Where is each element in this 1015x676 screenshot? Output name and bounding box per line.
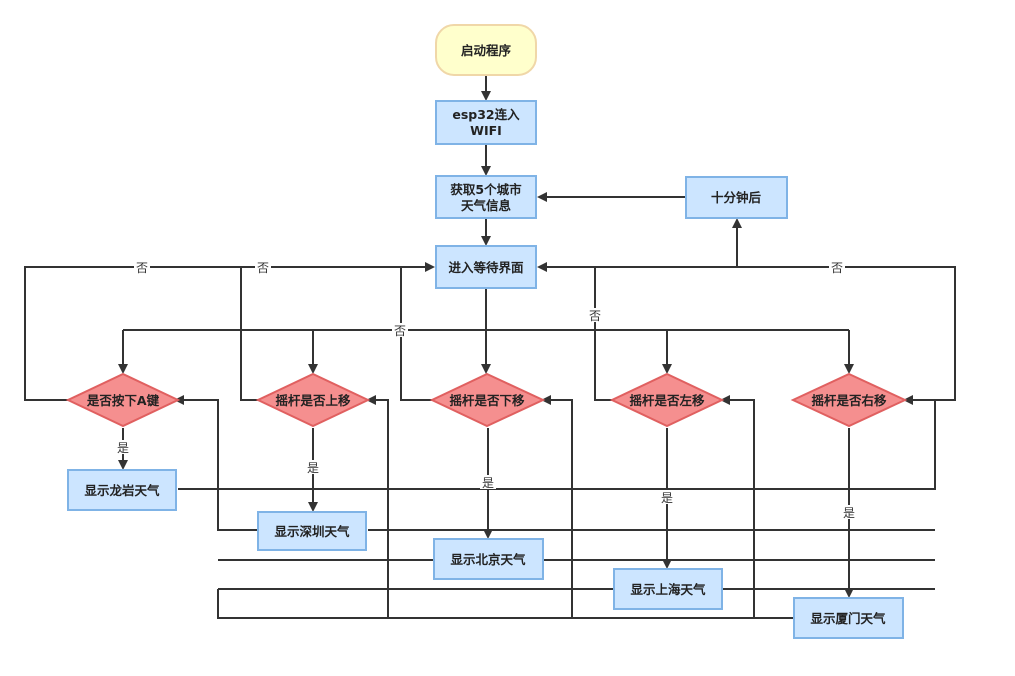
show-beijing-label: 显示北京天气 xyxy=(450,552,526,567)
edge-to-left-check xyxy=(720,395,755,618)
timer-node: 十分钟后 xyxy=(685,176,788,219)
connect-wifi-node: esp32连入 WIFI xyxy=(435,100,537,145)
label-no-a: 否 xyxy=(136,261,148,275)
show-longyan-node: 显示龙岩天气 xyxy=(67,469,177,511)
decision-up-label: 摇杆是否上移 xyxy=(275,393,351,408)
label-yes-down: 是 xyxy=(482,476,494,490)
start-node: 启动程序 xyxy=(435,24,537,76)
label-no-down: 否 xyxy=(394,324,406,338)
label-no-right: 否 xyxy=(831,261,843,275)
edge-left-no-return xyxy=(594,267,612,401)
show-shanghai-node: 显示上海天气 xyxy=(613,568,723,610)
decision-left-label: 摇杆是否左移 xyxy=(629,393,705,408)
label-yes-right: 是 xyxy=(843,506,855,520)
fetch-weather-node: 获取5个城市 天气信息 xyxy=(435,175,537,219)
connectors xyxy=(24,76,956,619)
edge-down-no-return xyxy=(400,267,432,401)
decision-left: 摇杆是否左移 xyxy=(609,372,725,428)
edge-xiamen-return xyxy=(217,589,794,619)
connect-wifi-line2: WIFI xyxy=(470,123,502,138)
decision-right: 摇杆是否右移 xyxy=(790,372,908,428)
fetch-weather-line2: 天气信息 xyxy=(461,198,512,213)
decision-right-label: 摇杆是否右移 xyxy=(811,393,887,408)
show-xiamen-node: 显示厦门天气 xyxy=(793,597,904,639)
label-yes-up: 是 xyxy=(307,461,319,475)
edge-to-up-check xyxy=(366,395,389,618)
decision-up: 摇杆是否上移 xyxy=(255,372,371,428)
edge-right-no-return xyxy=(537,262,956,401)
decision-a-key-label: 是否按下A键 xyxy=(86,393,160,408)
show-xiamen-label: 显示厦门天气 xyxy=(810,611,886,626)
wait-screen-node: 进入等待界面 xyxy=(435,245,537,289)
show-longyan-label: 显示龙岩天气 xyxy=(84,483,160,498)
edge-to-down-check xyxy=(541,395,573,618)
label-yes-left: 是 xyxy=(661,491,673,505)
edge-up-no-return xyxy=(240,267,258,401)
timer-label: 十分钟后 xyxy=(711,190,762,205)
edge-a-no-return xyxy=(24,262,435,401)
label-no-up: 否 xyxy=(257,261,269,275)
edge-shenzhen-return xyxy=(174,395,258,531)
label-yes-a: 是 xyxy=(117,441,129,455)
edge-labels: 否 否 否 否 否 是 是 是 是 是 xyxy=(115,260,857,520)
show-shenzhen-label: 显示深圳天气 xyxy=(274,524,350,539)
show-beijing-node: 显示北京天气 xyxy=(433,538,544,580)
show-shenzhen-node: 显示深圳天气 xyxy=(257,511,367,551)
label-no-left: 否 xyxy=(589,309,601,323)
show-shanghai-label: 显示上海天气 xyxy=(630,582,706,597)
decision-down-label: 摇杆是否下移 xyxy=(449,393,525,408)
connect-wifi-line1: esp32连入 xyxy=(452,107,520,122)
wait-screen-label: 进入等待界面 xyxy=(448,260,524,275)
edge-longyan-return xyxy=(178,395,936,490)
decision-down: 摇杆是否下移 xyxy=(429,372,546,428)
start-label: 启动程序 xyxy=(461,43,512,58)
decision-a-key: 是否按下A键 xyxy=(65,372,181,428)
fetch-weather-line1: 获取5个城市 xyxy=(450,182,522,197)
